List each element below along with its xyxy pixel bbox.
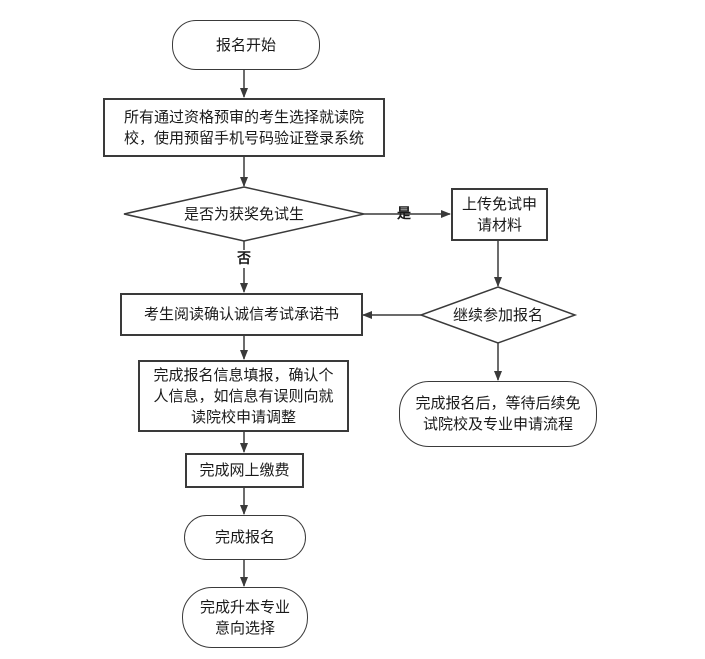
award-decision-label: 是否为获奖免试生 — [183, 204, 304, 223]
fill-info-label: 完成报名信息填报，确认个人信息，如信息有误则向就读院校申请调整 — [153, 365, 334, 426]
read-pledge-label: 考生阅读确认诚信考试承诺书 — [143, 305, 339, 323]
login-process-box: 所有通过资格预审的考生选择就读院校，使用预留手机号码验证登录系统 — [103, 98, 385, 157]
continue-decision-label: 继续参加报名 — [452, 305, 543, 324]
online-payment-box: 完成网上缴费 — [185, 453, 304, 488]
login-label: 所有通过资格预审的考生选择就读院校，使用预留手机号码验证登录系统 — [123, 107, 364, 147]
read-pledge-box: 考生阅读确认诚信考试承诺书 — [120, 293, 363, 336]
yes-edge-label: 是 — [397, 206, 411, 222]
upload-materials-box: 上传免试申请材料 — [451, 188, 548, 241]
wait-process-label: 完成报名后，等待后续免试院校及专业申请流程 — [415, 394, 581, 433]
payment-label: 完成网上缴费 — [199, 461, 290, 479]
done-signup-terminal: 完成报名 — [184, 515, 306, 560]
choose-major-label: 完成升本专业意向选择 — [199, 597, 290, 637]
fill-info-box: 完成报名信息填报，确认个人信息，如信息有误则向就读院校申请调整 — [138, 360, 349, 432]
done-signup-label: 完成报名 — [214, 528, 275, 546]
upload-label: 上传免试申请材料 — [461, 194, 537, 234]
start-label: 报名开始 — [215, 35, 276, 54]
start-terminal: 报名开始 — [172, 20, 320, 70]
no-edge-label: 否 — [237, 251, 251, 267]
choose-major-terminal: 完成升本专业意向选择 — [182, 587, 308, 648]
wait-process-terminal: 完成报名后，等待后续免试院校及专业申请流程 — [399, 381, 597, 447]
